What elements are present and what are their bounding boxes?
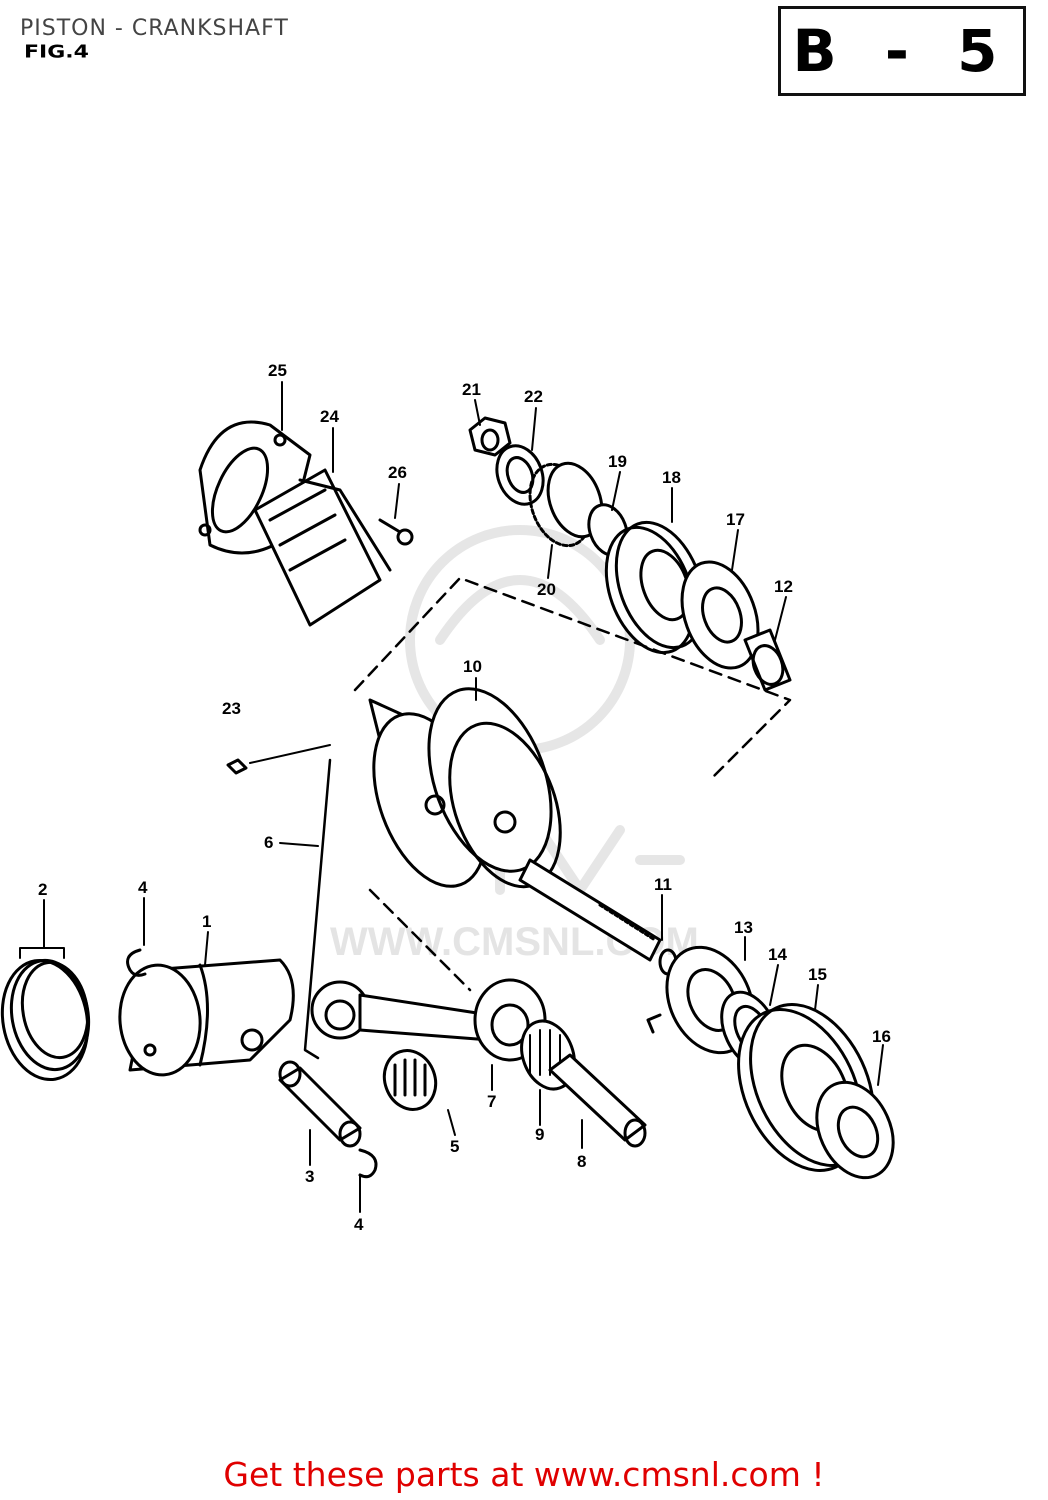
callout-19: 19	[608, 452, 627, 471]
callout-23: 23	[222, 699, 241, 718]
nut-part	[468, 416, 512, 457]
callout-16: 16	[872, 1027, 891, 1046]
callout-10: 10	[463, 657, 482, 676]
spacer-part-12	[743, 628, 792, 692]
callout-20: 20	[537, 580, 556, 599]
needle-bearing-part	[382, 1049, 438, 1111]
callout-12: 12	[774, 577, 793, 596]
assembly-bracket-6	[303, 758, 332, 1060]
leader-23	[249, 744, 331, 764]
section-code: B - 5	[792, 17, 1012, 85]
crank-pin-part	[548, 1053, 647, 1148]
callout-21: 21	[462, 380, 481, 399]
callout-18: 18	[662, 468, 681, 487]
circlip-bottom-part	[358, 1148, 378, 1179]
piston-pin-part	[278, 1060, 362, 1148]
callout-11: 11	[654, 875, 672, 894]
callout-5: 5	[450, 1137, 459, 1156]
key-part	[226, 758, 248, 775]
callout-9: 9	[535, 1125, 544, 1144]
main-seal-part	[815, 1080, 895, 1180]
circlip-top-part	[126, 948, 147, 977]
callout-3: 3	[305, 1167, 314, 1186]
callout-1: 1	[202, 912, 211, 931]
callout-4-top: 4	[138, 878, 148, 897]
assembly-dashed-frame-lower	[368, 888, 472, 992]
crankshaft-part	[368, 687, 678, 976]
piston-part	[118, 958, 295, 1077]
assembly-dashed-frame	[353, 576, 792, 782]
callout-17: 17	[726, 510, 745, 529]
callout-8: 8	[577, 1152, 586, 1171]
callout-25: 25	[268, 361, 287, 380]
section-code-box: B - 5	[778, 6, 1026, 96]
callout-6: 6	[264, 833, 273, 852]
callout-7: 7	[487, 1092, 496, 1111]
page-title: PISTON - CRANKSHAFT	[20, 16, 289, 41]
callout-14: 14	[768, 945, 787, 964]
leader-lines	[43, 381, 884, 1213]
figure-label: FIG.4	[24, 42, 89, 63]
callout-22: 22	[524, 387, 543, 406]
oil-seal-part	[680, 560, 760, 670]
reed-valve-part	[253, 468, 392, 627]
connecting-rod-part	[310, 978, 547, 1062]
ring-bracket	[19, 947, 65, 959]
piston-ring-part	[0, 958, 91, 1082]
callout-2: 2	[38, 880, 47, 899]
callout-13: 13	[734, 918, 753, 937]
callout-15: 15	[808, 965, 827, 984]
get-parts-link[interactable]: Get these parts at www.cmsnl.com !	[223, 1455, 825, 1494]
callout-4-bottom: 4	[354, 1215, 364, 1234]
callout-24: 24	[320, 407, 339, 426]
callout-26: 26	[388, 463, 407, 482]
screw-part	[378, 518, 414, 546]
